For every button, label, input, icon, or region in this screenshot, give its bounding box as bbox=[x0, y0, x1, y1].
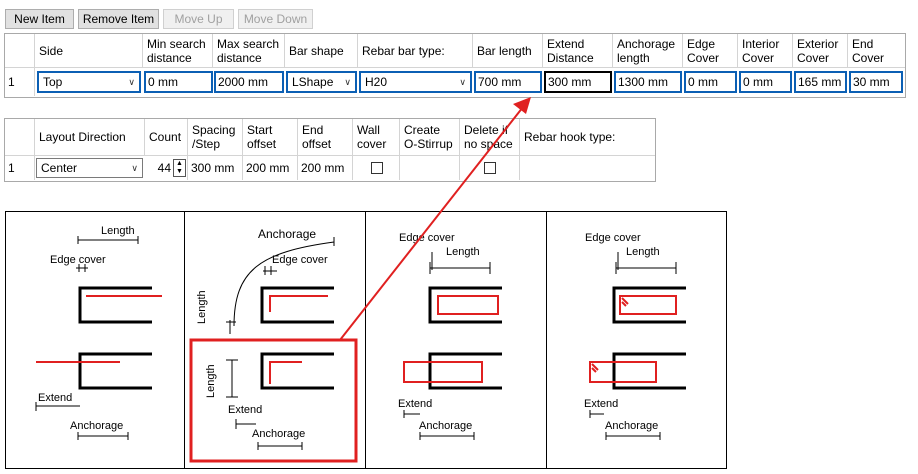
chevron-down-icon: ∨ bbox=[344, 76, 351, 87]
spinner-icon[interactable]: ▲▼ bbox=[173, 159, 186, 177]
col-header-end-offset: End offset bbox=[298, 119, 353, 156]
chevron-down-icon: ∨ bbox=[131, 162, 138, 173]
label-anchorage: Anchorage bbox=[419, 420, 473, 432]
bar-length-input[interactable]: 700 mm bbox=[474, 71, 542, 93]
label-edge-cover: Edge cover bbox=[399, 232, 455, 244]
col-header-rebar-type: Rebar bar type: bbox=[358, 34, 473, 68]
chevron-down-icon: ∨ bbox=[459, 76, 466, 87]
count-stepper[interactable]: 44 ▲▼ bbox=[145, 156, 188, 180]
end-cover-input[interactable]: 30 mm bbox=[849, 71, 903, 93]
layout-direction-value: Center bbox=[41, 161, 78, 175]
label-edge-cover: Edge cover bbox=[272, 254, 328, 266]
label-anchorage-top: Anchorage bbox=[258, 227, 317, 241]
wall-cover-checkbox[interactable] bbox=[371, 162, 383, 174]
rebar-diagram: Length Edge cover Extend Anchorage Ancho… bbox=[5, 211, 727, 469]
col-header-edge: Edge Cover bbox=[683, 34, 738, 68]
max-search-input[interactable]: 2000 mm bbox=[214, 71, 284, 93]
col-header-wall-cover: Wall cover bbox=[353, 119, 400, 156]
row-header-corner bbox=[5, 34, 35, 68]
label-extend: Extend bbox=[38, 392, 73, 404]
col-header-bar-shape: Bar shape bbox=[285, 34, 358, 68]
label-anchorage-bottom: Anchorage bbox=[252, 428, 306, 440]
create-ostirrup-cell[interactable] bbox=[400, 156, 460, 180]
anchorage-length-input[interactable]: 1300 mm bbox=[614, 71, 682, 93]
col-header-create-ostirrup: Create O-Stirrup bbox=[400, 119, 460, 156]
remove-item-button[interactable]: Remove Item bbox=[78, 9, 159, 29]
spinner-down-icon[interactable]: ▼ bbox=[176, 168, 183, 175]
row-header-corner bbox=[5, 119, 35, 156]
col-header-exterior: Exterior Cover bbox=[793, 34, 848, 68]
label-length: Length bbox=[446, 246, 480, 258]
count-value: 44 bbox=[157, 161, 171, 175]
col-header-spacing: Spacing /Step bbox=[188, 119, 243, 156]
label-extend: Extend bbox=[398, 398, 433, 410]
end-offset-input[interactable]: 200 mm bbox=[298, 156, 353, 180]
rebar-type-combo[interactable]: H20 ∨ bbox=[359, 71, 472, 93]
col-header-extend: Extend Distance bbox=[543, 34, 613, 68]
col-header-side: Side bbox=[35, 34, 143, 68]
label-length-bottom: Length bbox=[205, 364, 217, 398]
row-number: 1 bbox=[5, 156, 35, 180]
side-combo[interactable]: Top ∨ bbox=[37, 71, 141, 93]
label-extend: Extend bbox=[584, 398, 619, 410]
rebar-type-value: H20 bbox=[365, 75, 388, 89]
col-header-anchorage: Anchorage length bbox=[613, 34, 683, 68]
label-length-top: Length bbox=[196, 290, 208, 324]
col-header-end: End Cover bbox=[848, 34, 905, 68]
edge-cover-input[interactable]: 0 mm bbox=[684, 71, 737, 93]
rebar-hook-type-cell[interactable] bbox=[520, 156, 655, 180]
col-header-bar-length: Bar length bbox=[473, 34, 543, 68]
col-header-layout-direction: Layout Direction bbox=[35, 119, 145, 156]
delete-if-no-space-cell bbox=[460, 156, 520, 180]
spacing-input[interactable]: 300 mm bbox=[188, 156, 243, 180]
min-search-input[interactable]: 0 mm bbox=[144, 71, 213, 93]
exterior-cover-input[interactable]: 165 mm bbox=[794, 71, 847, 93]
start-offset-input[interactable]: 200 mm bbox=[243, 156, 298, 180]
side-value: Top bbox=[43, 75, 63, 89]
move-up-button[interactable]: Move Up bbox=[163, 9, 234, 29]
delete-if-no-space-checkbox[interactable] bbox=[484, 162, 496, 174]
label-anchorage: Anchorage bbox=[70, 420, 124, 432]
rebar-grid: Side Min search distance Max search dist… bbox=[4, 33, 906, 98]
col-header-start-offset: Start offset bbox=[243, 119, 298, 156]
interior-cover-input[interactable]: 0 mm bbox=[739, 71, 792, 93]
col-header-min-search: Min search distance bbox=[143, 34, 213, 68]
bar-shape-combo[interactable]: LShape ∨ bbox=[286, 71, 357, 93]
wall-cover-cell bbox=[353, 156, 400, 180]
bar-shape-value: LShape bbox=[292, 75, 334, 89]
col-header-delete-if-no-space: Delete if no space bbox=[460, 119, 520, 156]
layout-grid: Layout Direction Count Spacing /Step Sta… bbox=[4, 118, 656, 182]
col-header-max-search: Max search distance bbox=[213, 34, 285, 68]
col-header-count: Count bbox=[145, 119, 188, 156]
arrow-head-icon bbox=[513, 97, 531, 114]
move-down-button[interactable]: Move Down bbox=[238, 9, 313, 29]
col-header-interior: Interior Cover bbox=[738, 34, 793, 68]
new-item-button[interactable]: New Item bbox=[5, 9, 74, 29]
col-header-rebar-hook-type: Rebar hook type: bbox=[520, 119, 655, 156]
label-edge-cover: Edge cover bbox=[50, 254, 106, 266]
spinner-up-icon[interactable]: ▲ bbox=[176, 160, 183, 167]
label-anchorage: Anchorage bbox=[605, 420, 659, 432]
panel-divider bbox=[184, 212, 185, 468]
chevron-down-icon: ∨ bbox=[128, 76, 135, 87]
layout-direction-combo[interactable]: Center ∨ bbox=[36, 158, 143, 178]
label-edge-cover: Edge cover bbox=[585, 232, 641, 244]
extend-distance-input[interactable]: 300 mm bbox=[544, 71, 612, 93]
label-extend: Extend bbox=[228, 404, 263, 416]
panel-divider bbox=[365, 212, 366, 468]
label-length: Length bbox=[101, 225, 135, 237]
label-length: Length bbox=[626, 246, 660, 258]
panel-divider bbox=[546, 212, 547, 468]
row-number: 1 bbox=[5, 68, 35, 96]
